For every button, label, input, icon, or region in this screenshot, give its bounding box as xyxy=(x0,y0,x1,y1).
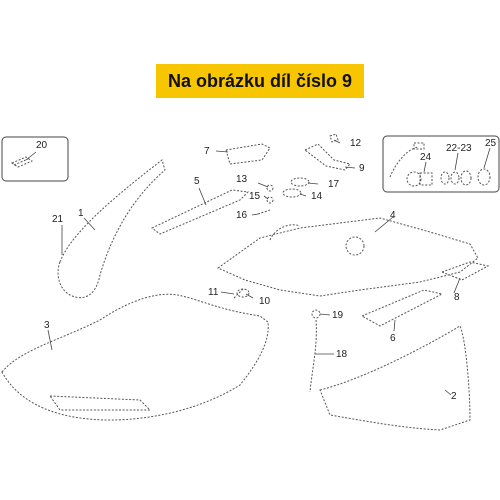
part-25-o-ring xyxy=(477,168,491,186)
label-4: 4 xyxy=(390,210,396,221)
part-8-footrest-right xyxy=(440,261,490,281)
label-18: 18 xyxy=(336,349,348,360)
label-20: 20 xyxy=(36,140,48,151)
part-14-ring xyxy=(282,188,302,198)
part-1-side-panel xyxy=(57,159,166,298)
label-11: 11 xyxy=(208,287,219,298)
label-10: 10 xyxy=(259,296,271,307)
label-6: 6 xyxy=(390,333,396,344)
label-16: 16 xyxy=(236,210,248,221)
part-24-fuel-pipe xyxy=(389,142,433,187)
part-5-footrest-left xyxy=(151,189,250,235)
label-14: 14 xyxy=(311,191,323,202)
part-22-23-fittings xyxy=(440,170,472,186)
leader-lines xyxy=(25,139,491,396)
banner-text: Na obrázku díl číslo 9 xyxy=(167,70,353,91)
label-21: 21 xyxy=(52,214,64,225)
label-7: 7 xyxy=(204,146,210,157)
label-13: 13 xyxy=(236,174,248,185)
label-9: 9 xyxy=(359,163,365,174)
part-4-underbody xyxy=(216,217,479,297)
part-20-clip xyxy=(10,156,34,168)
part-11-screw xyxy=(233,287,245,299)
part-3-vent xyxy=(48,395,152,411)
label-3: 3 xyxy=(44,320,50,331)
label-8: 8 xyxy=(454,292,460,303)
label-15: 15 xyxy=(249,191,261,202)
part-2-side-panel xyxy=(319,325,471,431)
part-18-drain-hose xyxy=(309,319,317,393)
inset-box-24-25 xyxy=(382,135,500,193)
label-25: 25 xyxy=(485,138,497,149)
part-12-screw xyxy=(329,133,339,143)
label-22-23: 22-23 xyxy=(446,143,472,154)
part-number-banner: Na obrázku díl číslo 9 xyxy=(156,64,364,98)
part-16-screw xyxy=(257,209,271,215)
part-4-hose xyxy=(269,224,301,241)
part-10-bushing xyxy=(236,288,250,298)
label-24: 24 xyxy=(420,152,432,163)
part-13-nut xyxy=(266,184,274,192)
part-7-cover xyxy=(225,143,271,165)
label-12: 12 xyxy=(350,138,362,149)
part-15-washer xyxy=(266,196,274,204)
part-6-footrest-pad xyxy=(360,289,444,327)
label-5: 5 xyxy=(194,176,200,187)
part-9-bracket xyxy=(304,143,351,171)
part-17-ring xyxy=(290,177,310,187)
part-19-cap xyxy=(311,309,321,319)
label-19: 19 xyxy=(332,310,344,321)
label-17: 17 xyxy=(328,179,340,190)
part-3-lower-fairing xyxy=(1,293,269,421)
label-1: 1 xyxy=(78,208,84,219)
label-2: 2 xyxy=(451,391,457,402)
inset-box-20 xyxy=(1,136,69,182)
part-4-fill-cap-hole xyxy=(345,236,365,256)
